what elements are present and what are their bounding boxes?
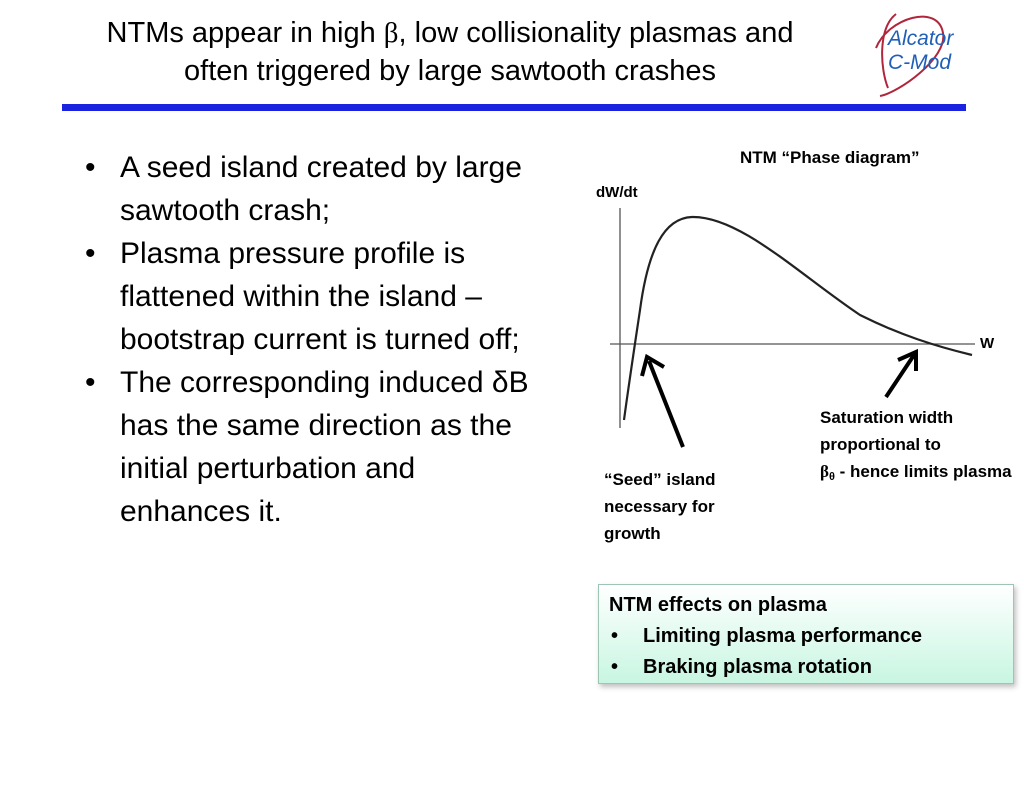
title-line-2: often triggered by large sawtooth crashe…	[184, 55, 716, 87]
effects-heading: NTM effects on plasma	[609, 594, 827, 616]
growth-curve	[622, 215, 973, 421]
bullet-item: The corresponding induced δB has the sam…	[80, 361, 530, 533]
phase-diagram-title: NTM “Phase diagram”	[740, 148, 920, 167]
effects-item: Braking plasma rotation	[609, 652, 1013, 683]
saturation-width-note: Saturation width proportional to βθ - he…	[820, 404, 1020, 491]
effects-list: Limiting plasma performance Braking plas…	[609, 621, 1013, 683]
bullet-item: A seed island created by large sawtooth …	[80, 146, 530, 232]
y-axis-label: dW/dt	[596, 184, 638, 201]
bullet-item: Plasma pressure profile is flattened wit…	[80, 232, 530, 361]
seed-island-note: “Seed” island necessary for growth	[604, 470, 716, 543]
title-text-start: NTMs appear in high	[106, 17, 384, 49]
saturation-note-text: Saturation width proportional to	[820, 408, 954, 454]
saturation-arrow	[884, 348, 918, 399]
seed-arrow	[640, 353, 685, 448]
title-beta: β	[383, 17, 399, 49]
alcator-logo-mark	[875, 13, 945, 97]
title-text-end: , low collisionality plasmas and	[398, 17, 794, 49]
effects-item: Limiting plasma performance	[609, 621, 1013, 652]
logo-text-cmod: C-Mod	[888, 51, 952, 74]
saturation-theta: θ	[828, 471, 835, 483]
slide-title: NTMs appear in high β, low collisionalit…	[20, 14, 880, 90]
x-axis-label: W	[980, 335, 995, 352]
saturation-beta: β	[820, 462, 829, 481]
bullet-list: A seed island created by large sawtooth …	[80, 146, 530, 533]
saturation-note-tail: - hence limits plasma	[834, 462, 1012, 481]
title-divider	[62, 104, 966, 111]
ntm-effects-box: NTM effects on plasma Limiting plasma pe…	[598, 584, 1014, 684]
logo-text-alcator: Alcator	[888, 27, 954, 50]
